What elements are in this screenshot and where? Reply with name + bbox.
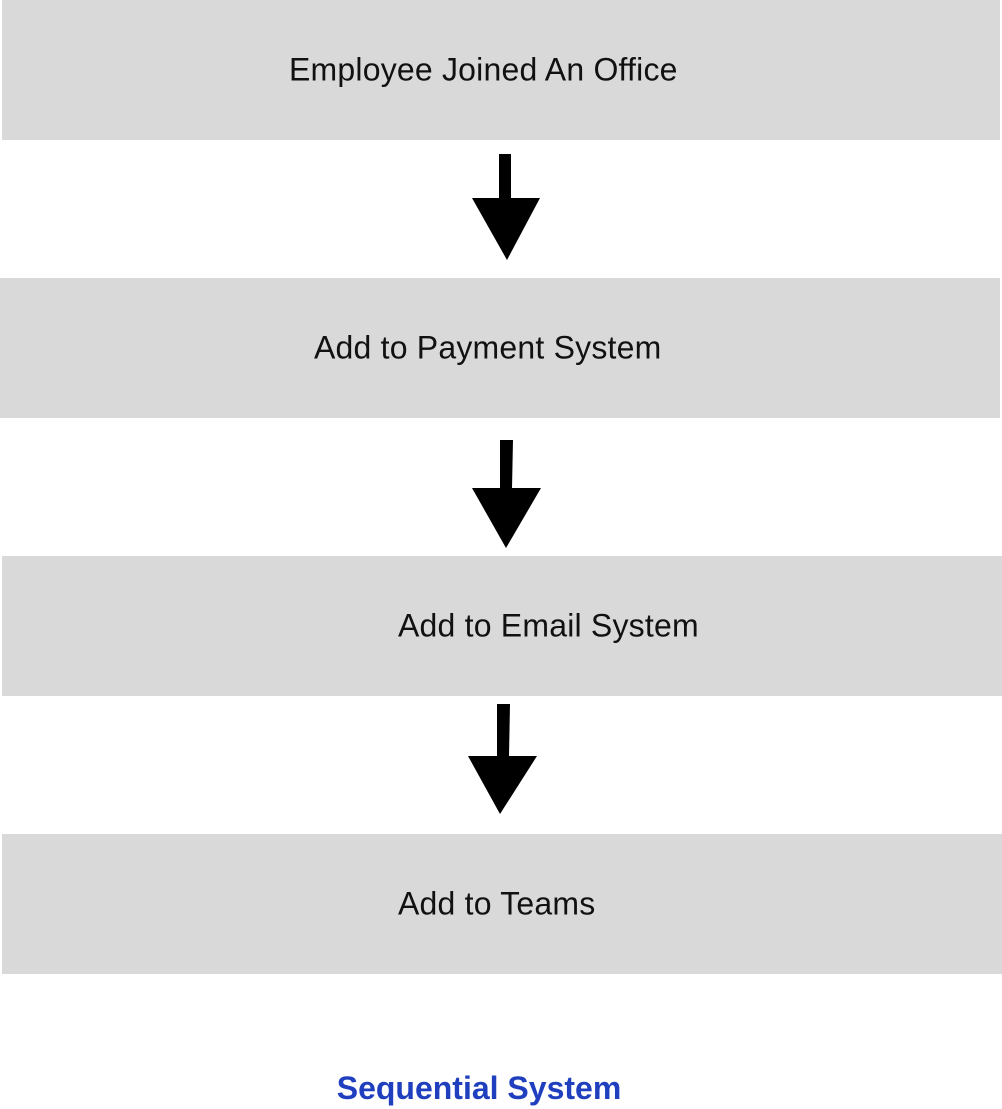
diagram-caption: Sequential System bbox=[336, 1070, 622, 1106]
step-add-teams: Add to Teams bbox=[2, 834, 1002, 974]
arrow-down-icon bbox=[468, 704, 537, 814]
step-add-payment-system: Add to Payment System bbox=[0, 278, 1000, 418]
step-label: Add to Email System bbox=[398, 607, 699, 644]
step-label: Employee Joined An Office bbox=[289, 51, 678, 88]
step-label: Add to Teams bbox=[398, 885, 596, 922]
step-label: Add to Payment System bbox=[314, 329, 662, 366]
arrow-down-icon bbox=[472, 154, 540, 260]
arrow-down-icon bbox=[472, 440, 541, 548]
step-add-email-system: Add to Email System bbox=[2, 556, 1002, 696]
step-employee-joined: Employee Joined An Office bbox=[2, 0, 1000, 140]
